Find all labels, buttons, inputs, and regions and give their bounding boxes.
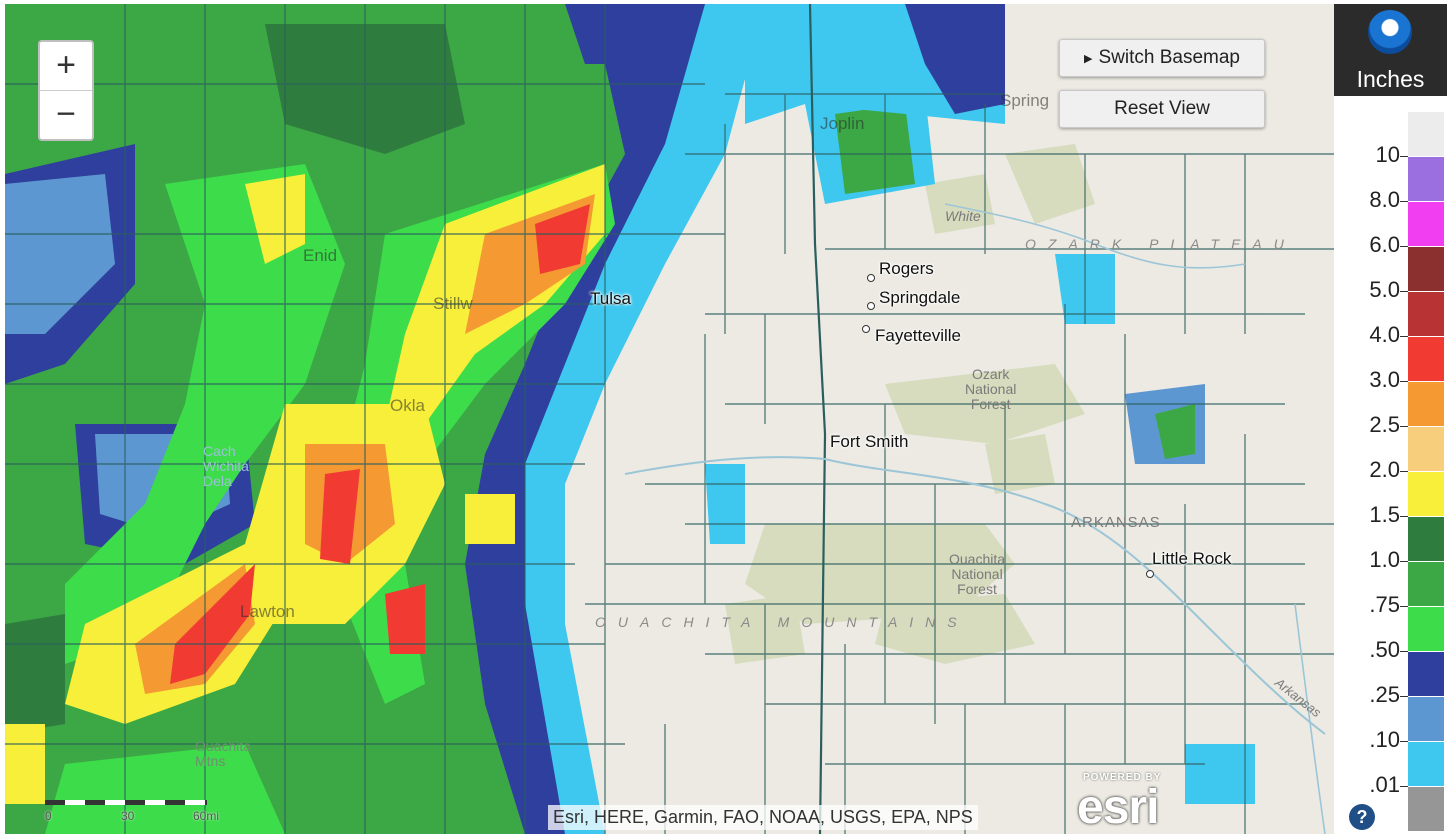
legend-swatch: [1408, 562, 1444, 606]
label-ozark-plateau: OZARK PLATEAU: [1025, 236, 1296, 252]
legend-tick-label: 5.0: [1369, 277, 1400, 302]
label-lawton: Lawton: [240, 602, 295, 621]
legend-tick-mark: [1400, 741, 1408, 742]
legend-tick-mark: [1400, 561, 1408, 562]
map-attribution: Esri, HERE, Garmin, FAO, NOAA, USGS, EPA…: [548, 805, 978, 830]
legend-tick-mark: [1400, 381, 1408, 382]
legend-tick-label: .01: [1369, 772, 1400, 797]
legend-tick-mark: [1400, 336, 1408, 337]
legend-tick-label: .50: [1369, 637, 1400, 662]
legend-tick-mark: [1400, 156, 1408, 157]
esri-wordmark: esri: [1077, 781, 1159, 834]
legend-tick-label: .75: [1369, 592, 1400, 617]
legend-tick-label: .10: [1369, 727, 1400, 752]
legend-swatch: [1408, 382, 1444, 426]
label-oklahoma-city: Okla: [390, 396, 425, 415]
switch-basemap-label: Switch Basemap: [1098, 47, 1240, 68]
map-canvas: [5, 4, 1334, 834]
label-ozark-national-forest: Ozark National Forest: [965, 366, 1017, 412]
label-ouachita-national-forest: Ouachita National Forest: [949, 551, 1006, 597]
label-tulsa: Tulsa: [590, 289, 631, 308]
legend-swatch: [1408, 202, 1444, 246]
arkansas-river: [624, 456, 1326, 735]
label-stillwater: Stillw: [433, 294, 473, 313]
label-springfield: Spring: [1000, 91, 1050, 110]
legend-tick-mark: [1400, 471, 1408, 472]
legend-tick-label: 6.0: [1369, 232, 1400, 257]
label-little-rock: Little Rock: [1152, 549, 1232, 568]
springdale-marker[interactable]: [867, 302, 875, 310]
legend-swatch: [1408, 607, 1444, 651]
precipitation-layer: [5, 4, 1255, 834]
fayetteville-marker[interactable]: [862, 325, 870, 333]
legend-swatch: [1408, 697, 1444, 741]
label-rogers: Rogers: [879, 259, 934, 278]
legend-tick-label: 4.0: [1369, 322, 1400, 347]
legend-tick-mark: [1400, 696, 1408, 697]
reset-view-button[interactable]: Reset View: [1059, 90, 1265, 128]
scale-label-zero: 0: [45, 809, 52, 823]
label-ouachita-small: Ouachita Mtns: [195, 738, 252, 769]
legend-swatch: [1408, 247, 1444, 291]
legend-tick-label: 3.0: [1369, 367, 1400, 392]
esri-logo[interactable]: POWERED BY esri: [1075, 770, 1185, 834]
legend-tick-label: 10: [1375, 142, 1400, 167]
legend-swatch: [1408, 742, 1444, 786]
legend-tick-mark: [1400, 516, 1408, 517]
legend-tick-mark: [1400, 291, 1408, 292]
label-springdale: Springdale: [879, 288, 961, 307]
scale-label-max: 60mi: [193, 809, 220, 823]
forest-areas: [725, 144, 1095, 664]
little-rock-marker[interactable]: [1146, 570, 1154, 578]
legend-swatch: [1408, 427, 1444, 471]
rogers-marker[interactable]: [867, 274, 875, 282]
white-river: [944, 203, 1246, 269]
esri-powered-by: POWERED BY: [1083, 772, 1162, 783]
label-joplin: Joplin: [820, 114, 865, 133]
label-wichita-mountains: Cach Wichita Dela: [203, 443, 249, 489]
legend-tick-mark: [1400, 651, 1408, 652]
scale-label-mid: 30: [121, 809, 135, 823]
label-enid: Enid: [303, 246, 338, 265]
legend-tick-mark: [1400, 201, 1408, 202]
legend-swatch: [1408, 652, 1444, 696]
label-white-river: White: [945, 208, 981, 224]
legend-swatch: [1408, 292, 1444, 336]
zoom-out-button[interactable]: −: [40, 90, 92, 139]
legend-tick-label: 8.0: [1369, 187, 1400, 212]
label-fayetteville: Fayetteville: [875, 326, 961, 345]
noaa-logo-icon[interactable]: [1368, 10, 1412, 54]
caret-right-icon: ▶: [1084, 52, 1093, 65]
state-boundary: [808, 4, 827, 834]
legend-tick-mark: [1400, 246, 1408, 247]
mississippi-river: [1294, 603, 1326, 834]
legend-swatch: [1408, 787, 1444, 831]
legend-tick-mark: [1400, 426, 1408, 427]
legend-tick-label: .25: [1369, 682, 1400, 707]
legend-swatch: [1408, 157, 1444, 201]
help-icon[interactable]: ?: [1349, 804, 1375, 830]
label-fort-smith: Fort Smith: [830, 432, 909, 451]
precipitation-map[interactable]: Rogers Springdale Fayetteville Fort Smit…: [5, 4, 1334, 834]
legend-unit-label: Inches: [1356, 66, 1425, 92]
scale-bar: 0 30 60mi: [45, 797, 219, 823]
legend-header: Inches: [1334, 4, 1447, 96]
legend-tick-mark: [1400, 786, 1408, 787]
reset-view-label: Reset View: [1114, 98, 1210, 119]
legend-swatch: [1408, 517, 1444, 561]
legend-swatch: [1408, 337, 1444, 381]
legend-tick-label: 2.5: [1369, 412, 1400, 437]
zoom-control: + −: [38, 40, 94, 141]
switch-basemap-button[interactable]: ▶ Switch Basemap: [1059, 39, 1265, 77]
zoom-in-button[interactable]: +: [56, 46, 76, 84]
legend-tick-mark: [1400, 606, 1408, 607]
label-arkansas-state: ARKANSAS: [1071, 514, 1161, 531]
legend-tick-label: 2.0: [1369, 457, 1400, 482]
label-ouachita-mountains: OUACHITA MOUNTAINS: [595, 614, 969, 630]
precipitation-legend: Inches 10 8.0 6.0 5.0 4.0 3.0 2.5 2.0 1.5 1.0 .75.…: [1334, 4, 1449, 834]
legend-tick-label: 1.0: [1369, 547, 1400, 572]
legend-tick-label: 1.5: [1369, 502, 1400, 527]
legend-swatch: [1408, 112, 1444, 156]
legend-swatch: [1408, 472, 1444, 516]
